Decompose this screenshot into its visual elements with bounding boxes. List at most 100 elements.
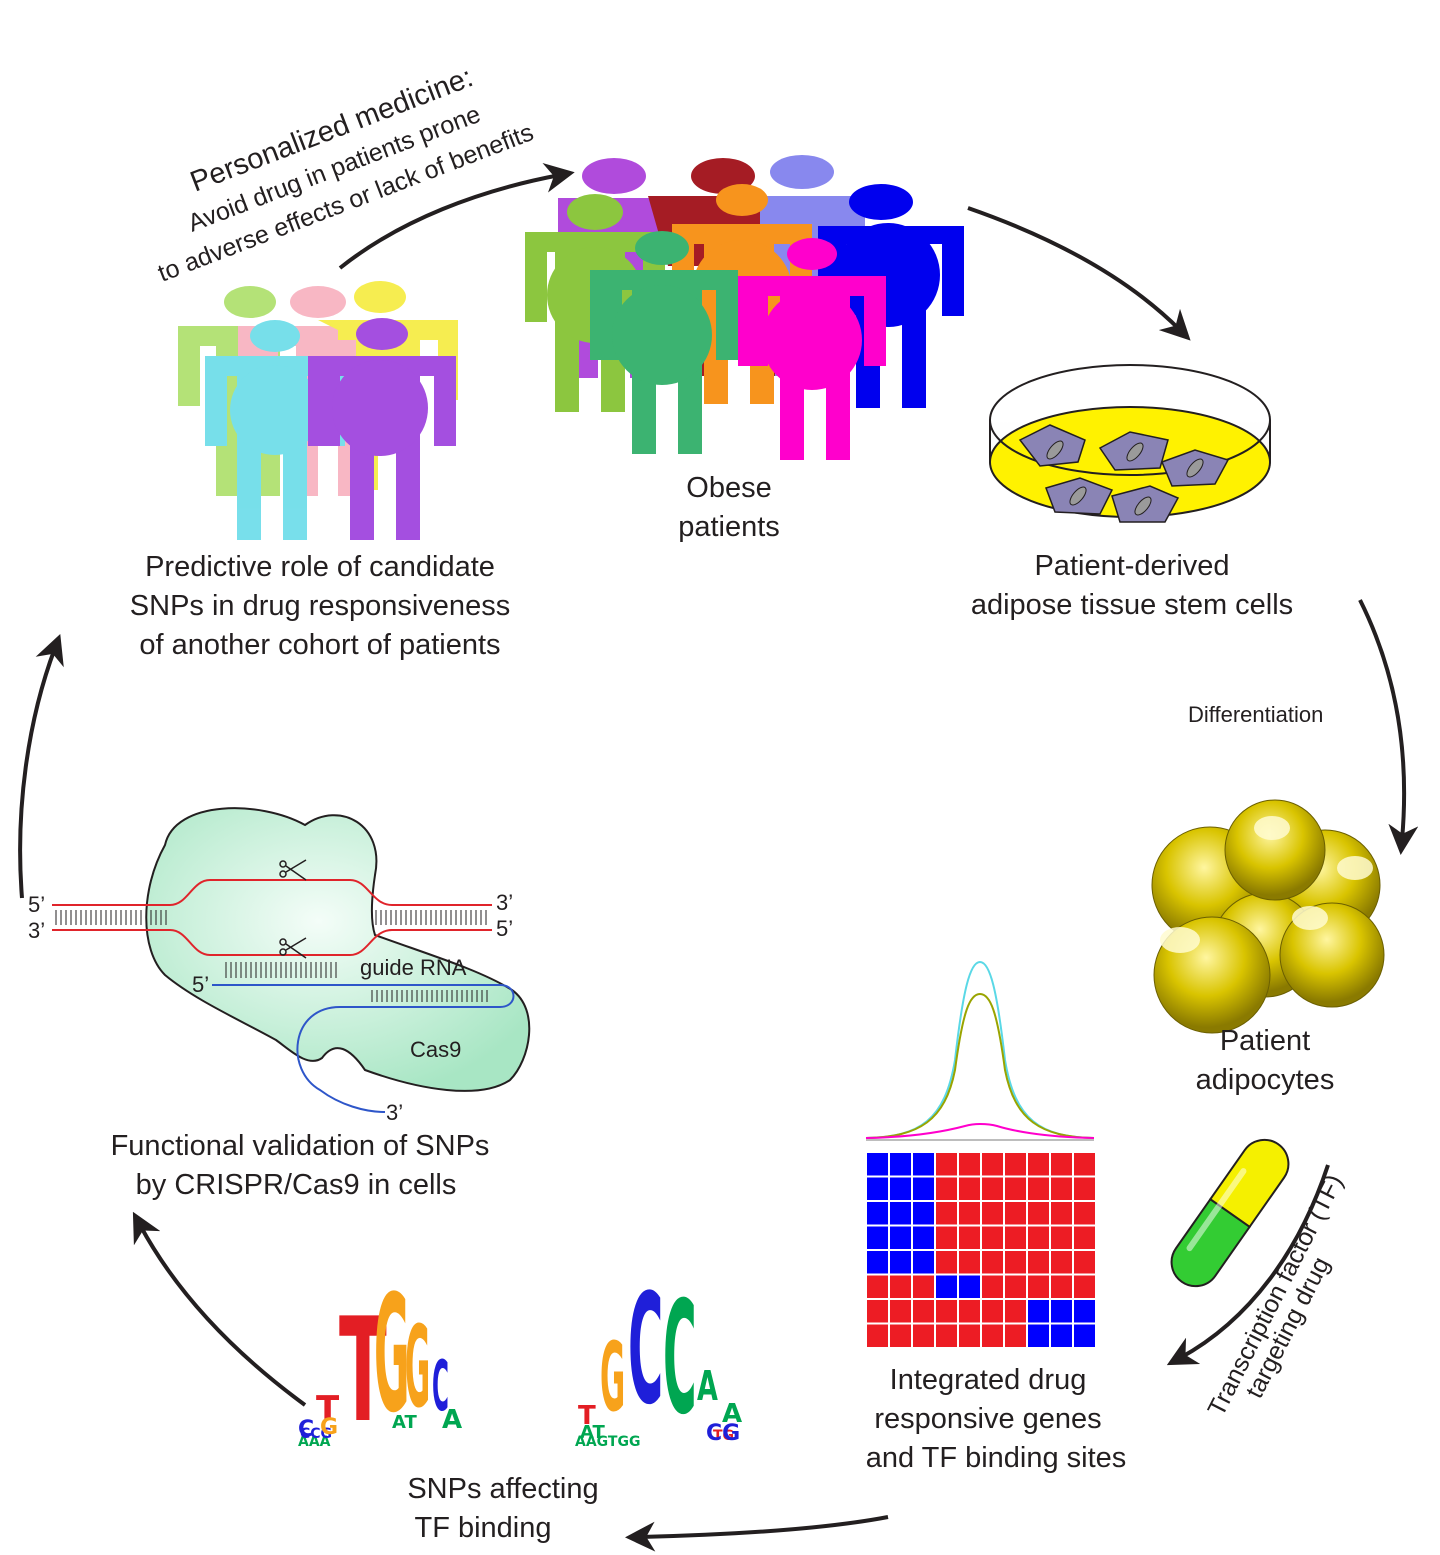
svg-text:CG: CG [706, 1421, 740, 1446]
heatmap-cell [1049, 1200, 1074, 1227]
heatmap-cell [888, 1175, 913, 1202]
heatmap-cell [1049, 1298, 1074, 1325]
cas9-protein [145, 807, 531, 1092]
crispr-label-2: by CRISPR/Cas9 in cells [136, 1169, 457, 1201]
petri-dish [989, 364, 1271, 523]
adipocytes-label-2: adipocytes [1196, 1064, 1335, 1096]
integrated-label-3: and TF binding sites [866, 1442, 1127, 1474]
heatmap-cell [957, 1249, 982, 1276]
heatmap-cell [934, 1322, 959, 1349]
adipocytes-label-1: Patient [1220, 1025, 1310, 1057]
heatmap-cell [957, 1322, 982, 1349]
heatmap-cell [1072, 1298, 1097, 1325]
logo-left-G2: G [405, 1304, 430, 1434]
heatmap-cell [934, 1151, 959, 1178]
heatmap-cell [911, 1273, 936, 1300]
heatmap-cell [1003, 1273, 1028, 1300]
heatmap-cell [1003, 1200, 1028, 1227]
heatmap-cell [980, 1322, 1005, 1349]
heatmap-cell [1049, 1322, 1074, 1349]
obese-patients-group: Obese patients [525, 155, 964, 543]
five-prime-top-left: 5’ [28, 892, 45, 917]
heatmap-cell [1072, 1249, 1097, 1276]
heatmap [865, 1151, 1097, 1349]
heatmap-cell [911, 1298, 936, 1325]
logo-right-C2: C [663, 1270, 697, 1450]
heatmap-cell [911, 1224, 936, 1251]
scissors-icon [279, 859, 307, 881]
svg-text:AAGTGG: AAGTGG [575, 1434, 640, 1450]
integrated-label-1: Integrated drug [890, 1364, 1087, 1396]
stem-cells-label-2: adipose tissue stem cells [971, 589, 1293, 621]
heatmap-cell [1026, 1151, 1051, 1178]
heatmap-cell [1003, 1322, 1028, 1349]
cohort-person-cyan [205, 320, 345, 540]
peak-plot [865, 960, 1095, 1141]
sequence-logo: AAA CCG AAGTGG TG T C G T G G C A AT T A… [298, 1260, 742, 1455]
heatmap-cell [865, 1151, 890, 1178]
heatmap-cell [1049, 1175, 1074, 1202]
differentiation-label: Differentiation [1188, 702, 1323, 727]
three-prime-top-right: 3’ [496, 890, 513, 915]
person-green [590, 231, 738, 454]
heatmap-cell [1049, 1273, 1074, 1300]
heatmap-cell [1026, 1273, 1051, 1300]
guide-rna-strand [212, 984, 515, 1113]
heatmap-cell [1049, 1151, 1074, 1178]
logo-right-C1: C [628, 1262, 663, 1439]
heatmap-cell [888, 1298, 913, 1325]
heatmap-cell [1026, 1298, 1051, 1325]
heatmap-cell [980, 1249, 1005, 1276]
svg-text:AT: AT [580, 1422, 606, 1443]
heatmap-cell [865, 1200, 890, 1227]
person-magenta [738, 238, 886, 460]
three-prime-rna: 3’ [386, 1100, 403, 1125]
heatmap-cell [911, 1175, 936, 1202]
heatmap-cell [911, 1249, 936, 1276]
heatmap-cell [1003, 1175, 1028, 1202]
predictive-label-3: of another cohort of patients [139, 629, 500, 661]
heatmap-cell [888, 1322, 913, 1349]
dna-strands [52, 879, 492, 956]
heatmap-cell [980, 1298, 1005, 1325]
integrated-label-2: responsive genes [874, 1403, 1101, 1435]
heatmap-cell [865, 1175, 890, 1202]
heatmap-cell [865, 1224, 890, 1251]
logo-base-letters: AAA CCG AAGTGG TG [298, 1426, 734, 1450]
heatmap-cell [980, 1175, 1005, 1202]
peak-magenta [865, 1123, 1095, 1139]
three-prime-bottom-left: 3’ [28, 918, 45, 943]
heatmap-cell [865, 1298, 890, 1325]
arrow-to-predictive [18, 633, 64, 899]
heatmap-cell [957, 1224, 982, 1251]
logo-right-A: A [697, 1363, 718, 1410]
heatmap-cell [980, 1224, 1005, 1251]
heatmap-cell [957, 1200, 982, 1227]
heatmap-cell [1072, 1322, 1097, 1349]
heatmap-cell [957, 1273, 982, 1300]
heatmap-cell [1072, 1273, 1097, 1300]
heatmap-cell [1072, 1175, 1097, 1202]
heatmap-cell [957, 1175, 982, 1202]
heatmap-cell [980, 1273, 1005, 1300]
logo-left-C-small: C [298, 1417, 314, 1442]
heatmap-cell [865, 1273, 890, 1300]
heatmap-cell [1003, 1224, 1028, 1251]
heatmap-cell [980, 1151, 1005, 1178]
svg-text:TG: TG [713, 1428, 734, 1444]
predictive-label-1: Predictive role of candidate [145, 551, 495, 583]
five-prime-bottom-right: 5’ [496, 916, 513, 941]
obese-label-1: Obese [686, 472, 771, 504]
scissors-icon-lower [279, 937, 307, 959]
base-pair-ticks [55, 910, 488, 1002]
snps-tf-label-1: SNPs affecting [407, 1473, 598, 1505]
arrow-to-crispr [132, 1211, 307, 1407]
logo-left-A: A [442, 1405, 462, 1435]
snps-tf-label-2: TF binding [414, 1512, 551, 1544]
heatmap-cell [888, 1249, 913, 1276]
heatmap-cell [980, 1200, 1005, 1227]
arrow-to-obese [338, 163, 575, 270]
heatmap-cell [888, 1273, 913, 1300]
predictive-label-2: SNPs in drug responsiveness [130, 590, 510, 622]
